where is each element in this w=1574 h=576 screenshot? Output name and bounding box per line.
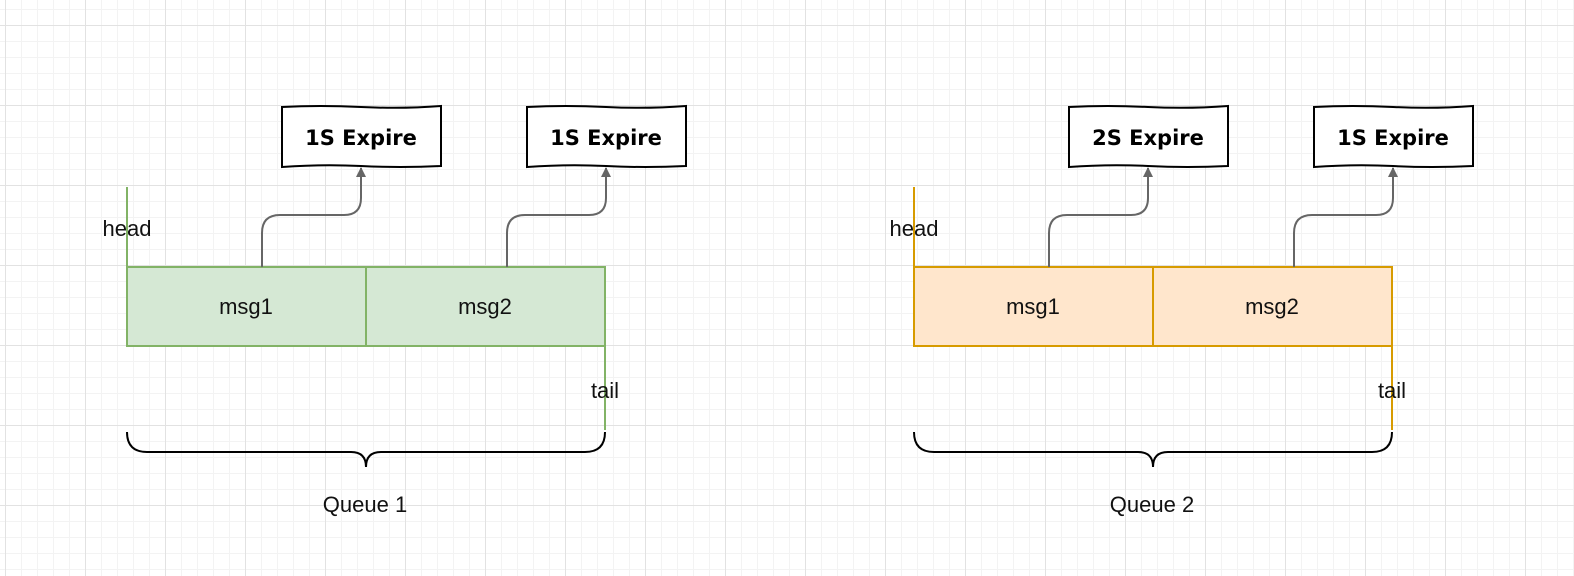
queue-2-title: Queue 2 bbox=[1110, 492, 1194, 517]
queue-2: head msg1 msg2 tail 2S Expire 1S Expire … bbox=[890, 104, 1474, 517]
queue-1-msg1-label: msg1 bbox=[219, 294, 273, 319]
queue-2-head-label: head bbox=[890, 216, 939, 241]
queue-1: head msg1 msg2 tail 1S Expire 1S Expire … bbox=[103, 104, 687, 517]
queue-1-msg1-expire-label: 1S Expire bbox=[305, 126, 417, 150]
queue-1-msg2-expire-label: 1S Expire bbox=[550, 126, 662, 150]
queue-2-msg1-expire-box bbox=[1068, 104, 1229, 169]
queue-1-msg1-expire-arrow bbox=[261, 167, 366, 267]
queue-1-msg2-cell bbox=[365, 266, 606, 347]
queue-1-msg2-expire-box bbox=[526, 104, 687, 169]
queue-2-msg2-expire-box bbox=[1313, 104, 1474, 169]
queue-2-msg1-expire-label: 2S Expire bbox=[1092, 126, 1204, 150]
queue-2-brace bbox=[913, 431, 1393, 468]
queue-2-msg1-cell bbox=[913, 266, 1154, 347]
queue-2-tail-label: tail bbox=[1378, 378, 1406, 403]
queue-1-tail-label: tail bbox=[591, 378, 619, 403]
queue-2-msg2-expire-label: 1S Expire bbox=[1337, 126, 1449, 150]
queue-2-msg2-label: msg2 bbox=[1245, 294, 1299, 319]
queue-1-msg2-expire-arrow bbox=[506, 167, 611, 267]
queue-1-title: Queue 1 bbox=[323, 492, 407, 517]
queue-1-brace bbox=[126, 431, 606, 468]
queue-1-msg1-expire-box bbox=[281, 104, 442, 169]
queue-2-msg2-expire-arrow bbox=[1293, 167, 1398, 267]
queue-2-msg1-label: msg1 bbox=[1006, 294, 1060, 319]
queue-1-msg2-label: msg2 bbox=[458, 294, 512, 319]
queue-1-head-label: head bbox=[103, 216, 152, 241]
queue-2-msg1-expire-arrow bbox=[1048, 167, 1153, 267]
queue-2-msg2-cell bbox=[1152, 266, 1393, 347]
